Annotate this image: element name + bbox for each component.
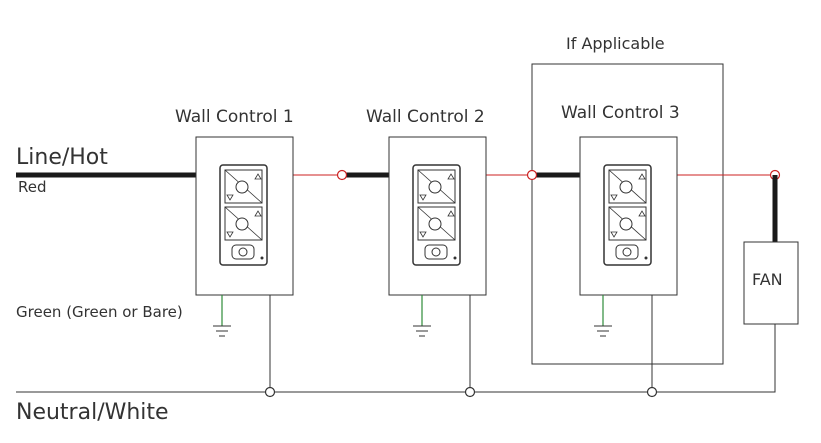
fan-box (743, 241, 799, 325)
status-led-1 (260, 256, 264, 260)
up-arrow-icon (447, 210, 455, 217)
light-icon (235, 180, 249, 194)
up-arrow-icon (638, 210, 646, 217)
fan-button-2 (417, 206, 456, 241)
fan-icon (428, 217, 442, 231)
sync-icon (431, 247, 441, 257)
wall-control-3 (579, 136, 678, 296)
ground-icon (413, 295, 431, 337)
if-applicable-box (531, 63, 724, 365)
red-wire-label: Red (18, 178, 47, 196)
up-arrow-icon (254, 173, 262, 180)
down-arrow-icon (419, 231, 427, 238)
down-arrow-icon (610, 231, 618, 238)
light-button-1 (224, 169, 263, 204)
sync-button-3 (615, 244, 639, 260)
down-arrow-icon (226, 231, 234, 238)
fan-button-1 (224, 206, 263, 241)
status-led-2 (453, 256, 457, 260)
green-ground-label: Green (Green or Bare) (16, 303, 183, 321)
wall-control-2-title: Wall Control 2 (366, 107, 485, 127)
red-junction-1 (336, 169, 348, 181)
up-arrow-icon (638, 173, 646, 180)
red-junction-2 (526, 169, 538, 181)
neutral-wire (16, 324, 776, 393)
sync-icon (238, 247, 248, 257)
wall-control-2 (388, 136, 487, 296)
sync-icon (622, 247, 632, 257)
light-icon (619, 180, 633, 194)
light-button-3 (608, 169, 647, 204)
fan-button-3 (608, 206, 647, 241)
sync-button-1 (231, 244, 255, 260)
neutral-junction-3 (646, 386, 658, 398)
status-led-3 (644, 256, 648, 260)
fan-icon (235, 217, 249, 231)
down-arrow-icon (419, 194, 427, 201)
if-applicable-label: If Applicable (566, 34, 665, 53)
light-button-2 (417, 169, 456, 204)
up-arrow-icon (447, 173, 455, 180)
wall-control-1 (195, 136, 294, 296)
fan-label: FAN (752, 270, 783, 289)
down-arrow-icon (226, 194, 234, 201)
neutral-label: Neutral/White (16, 400, 169, 425)
up-arrow-icon (254, 210, 262, 217)
sync-button-2 (424, 244, 448, 260)
wall-controls (195, 136, 678, 337)
ground-icon (594, 295, 612, 337)
line-hot-label: Line/Hot (16, 145, 108, 170)
fan-icon (619, 217, 633, 231)
wall-control-1-title: Wall Control 1 (175, 107, 294, 127)
ground-icon (213, 295, 231, 337)
down-arrow-icon (610, 194, 618, 201)
neutral-junction-1 (264, 386, 276, 398)
neutral-junction-2 (464, 386, 476, 398)
wall-control-3-title: Wall Control 3 (561, 103, 680, 123)
light-icon (428, 180, 442, 194)
